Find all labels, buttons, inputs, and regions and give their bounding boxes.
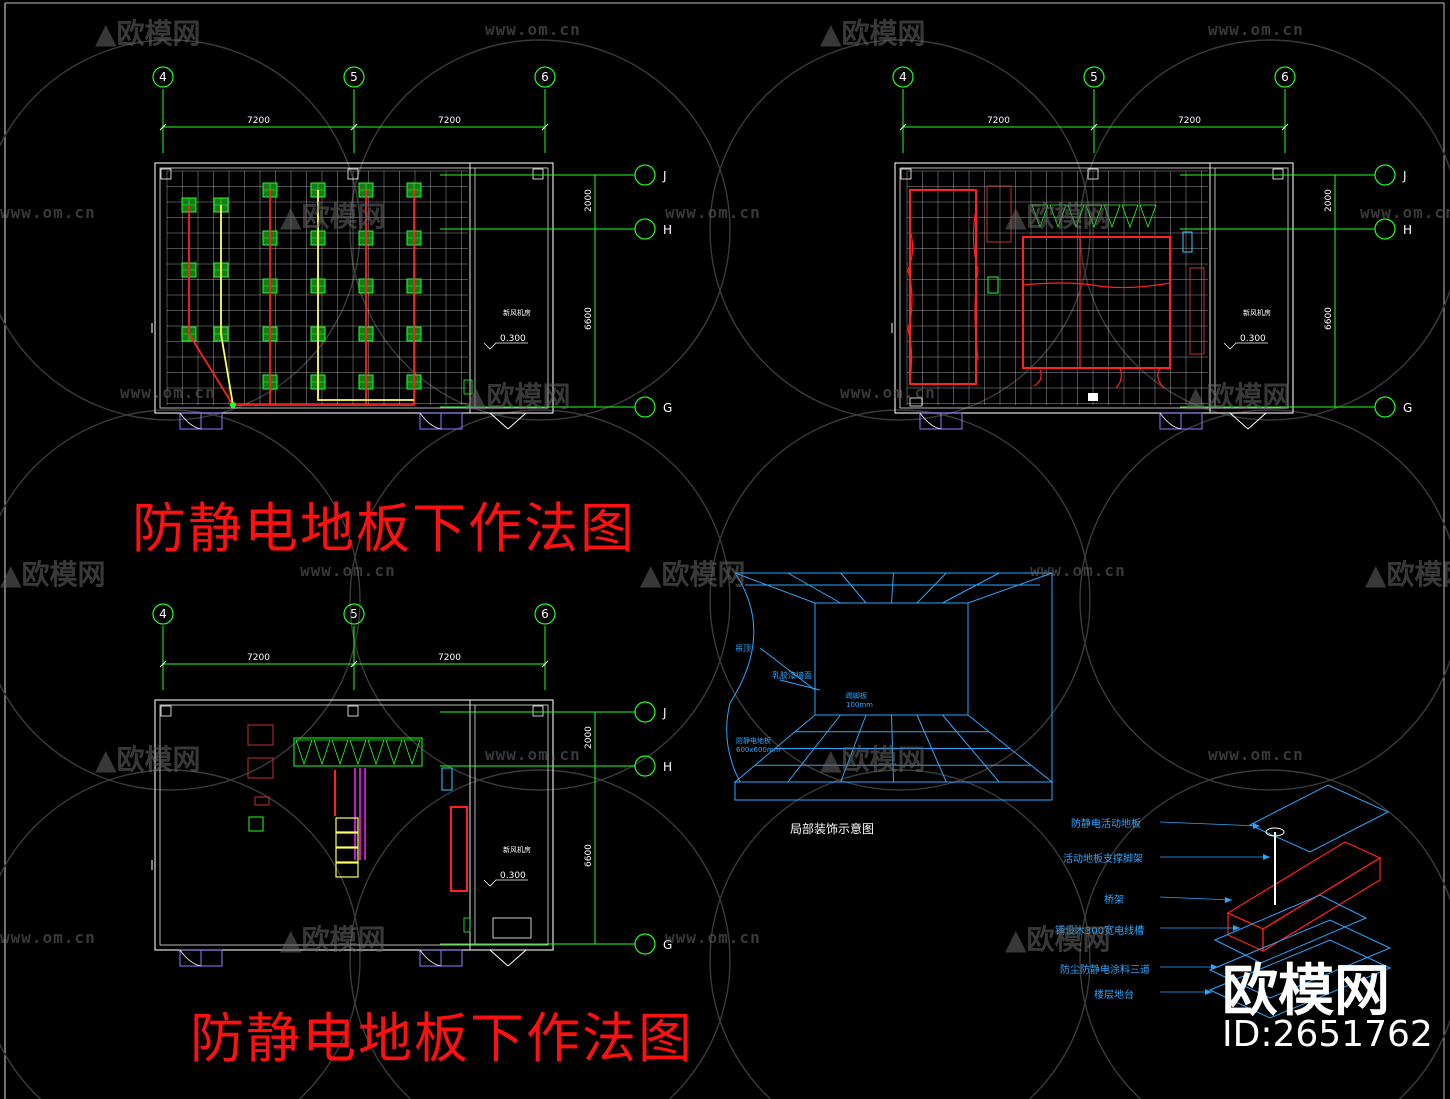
layer-label-6: 楼层地台 xyxy=(1094,990,1134,1001)
layer-label-2: 活动地板支撑脚架 xyxy=(1063,854,1143,865)
watermark-url: www.om.cn xyxy=(485,20,581,39)
axis-label-6: 6 xyxy=(541,607,549,621)
brand-name: 欧模网 xyxy=(1222,959,1390,1024)
svg-text:G: G xyxy=(663,938,672,952)
layer-label-1: 防静电活动地板 xyxy=(1071,819,1141,830)
svg-text:H: H xyxy=(1403,223,1412,237)
watermark-url: www.om.cn xyxy=(0,928,96,947)
watermark-url: www.om.cn xyxy=(0,203,96,222)
svg-text:7200: 7200 xyxy=(438,116,461,126)
axis-label-6: 6 xyxy=(1281,70,1289,84)
watermark-url: www.om.cn xyxy=(485,745,581,764)
watermark-url: www.om.cn xyxy=(840,383,936,402)
axis-bubble-6 xyxy=(534,603,556,625)
svg-text:2000: 2000 xyxy=(1324,189,1334,212)
watermark-url: www.om.cn xyxy=(300,561,396,580)
axis-label-4: 4 xyxy=(159,607,167,621)
axis-bubble-6 xyxy=(534,66,556,88)
watermark-url: www.om.cn xyxy=(120,383,216,402)
perspective-caption: 局部装饰示意图 xyxy=(790,822,875,836)
watermark-url: www.om.cn xyxy=(1208,20,1304,39)
axis-label-5: 5 xyxy=(350,70,358,84)
watermark-circles xyxy=(0,39,1450,1099)
persp-label-wall: 乳胶漆墙面 xyxy=(772,671,812,680)
watermark-logo: ▲欧模网 xyxy=(280,200,386,233)
axis-bubble-5 xyxy=(343,66,365,88)
watermark-logo: ▲欧模网 xyxy=(640,558,746,591)
plan-title-top: 防静电地板下作法图 xyxy=(132,497,636,560)
axis-bubble-4 xyxy=(152,66,174,88)
watermark-url: www.om.cn xyxy=(1030,561,1126,580)
layer-label-3: 桥架 xyxy=(1104,895,1124,906)
svg-text:新风机房: 新风机房 xyxy=(1243,308,1271,317)
watermark-url: www.om.cn xyxy=(665,203,761,222)
axis-bubble-4 xyxy=(892,66,914,88)
watermark-logo: ▲欧模网 xyxy=(1185,380,1291,413)
persp-label-ceiling: 吊顶 xyxy=(735,644,751,653)
svg-text:J: J xyxy=(1402,169,1407,183)
svg-text:6600: 6600 xyxy=(584,307,594,330)
svg-text:0.300: 0.300 xyxy=(1240,334,1266,344)
watermark-logo: ▲欧模网 xyxy=(1005,923,1111,956)
persp-label-floor: 防静电地板 600x600mm xyxy=(736,737,781,754)
axis-label-4: 4 xyxy=(159,70,167,84)
svg-text:新风机房: 新风机房 xyxy=(503,308,531,317)
svg-text:6600: 6600 xyxy=(1324,307,1334,330)
watermark-logo: ▲欧模网 xyxy=(820,743,926,776)
svg-text:7200: 7200 xyxy=(438,653,461,663)
svg-text:H: H xyxy=(663,223,672,237)
floor-layer-section xyxy=(1159,784,1392,1019)
axis-bubble-5 xyxy=(1083,66,1105,88)
svg-text:7200: 7200 xyxy=(1178,116,1201,126)
svg-text:7200: 7200 xyxy=(247,653,270,663)
layer-label-5: 防尘防静电涂料三道 xyxy=(1060,965,1150,976)
watermark-logo: ▲欧模网 xyxy=(95,743,201,776)
axis-label-5: 5 xyxy=(350,607,358,621)
axis-label-6: 6 xyxy=(541,70,549,84)
watermark-url: www.om.cn xyxy=(1360,203,1450,222)
watermark-logo: ▲欧模网 xyxy=(465,380,571,413)
svg-text:新风机房: 新风机房 xyxy=(503,845,531,854)
layer-label-4: 铺设木300宽电线槽 xyxy=(1055,926,1145,937)
svg-text:J: J xyxy=(662,706,667,720)
watermark-url: www.om.cn xyxy=(1208,745,1304,764)
perspective-sketch xyxy=(726,572,1054,801)
svg-text:6600: 6600 xyxy=(584,844,594,867)
svg-text:2000: 2000 xyxy=(584,726,594,749)
axis-bubble-4 xyxy=(152,603,174,625)
watermark-url: www.om.cn xyxy=(665,928,761,947)
axis-bubble-5 xyxy=(343,603,365,625)
svg-text:2000: 2000 xyxy=(584,189,594,212)
svg-text:0.300: 0.300 xyxy=(500,871,526,881)
watermark-logo: ▲欧模网 xyxy=(0,558,106,591)
axis-label-5: 5 xyxy=(1090,70,1098,84)
svg-text:G: G xyxy=(663,401,672,415)
plan-title-bottom: 防静电地板下作法图 xyxy=(190,1007,694,1070)
watermark-logo: ▲欧模网 xyxy=(1005,200,1111,233)
axis-label-4: 4 xyxy=(899,70,907,84)
svg-text:7200: 7200 xyxy=(247,116,270,126)
watermark-logo: ▲欧模网 xyxy=(1365,558,1450,591)
watermark-logo: ▲欧模网 xyxy=(95,17,201,50)
watermark-logo: ▲欧模网 xyxy=(280,923,386,956)
axis-bubble-6 xyxy=(1274,66,1296,88)
svg-text:H: H xyxy=(663,760,672,774)
svg-text:0.300: 0.300 xyxy=(500,334,526,344)
persp-label-skirting: 踢脚板 100mm xyxy=(846,692,873,709)
brand-id: ID:2651762 xyxy=(1222,1014,1433,1055)
svg-text:J: J xyxy=(662,169,667,183)
watermark-logo: ▲欧模网 xyxy=(820,17,926,50)
svg-text:7200: 7200 xyxy=(987,116,1010,126)
svg-text:G: G xyxy=(1403,401,1412,415)
